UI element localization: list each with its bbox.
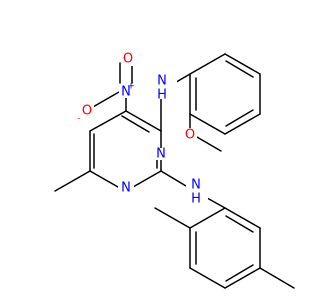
ring-nitrogen-bottom-label: N [121,181,131,196]
top-nh-bg [155,79,177,99]
methoxy-oxygen-label: O [185,128,195,143]
phenyl-b-double-3 [225,215,254,233]
nitro-o-top-bg [121,52,135,66]
nitro-n-bg [119,84,133,98]
phenyl-b-bond-4 [224,267,261,289]
ring-nitrogen-right-label: N [156,147,166,162]
amine-hydrogen-bottom-label: H [191,192,201,207]
phenyl-a-bond-5 [189,113,226,135]
bond-c4-c5 [125,110,162,132]
atom-labels: N H N N N + O - O O N H [77,52,201,207]
phenyl-b-bond-1 [189,207,226,229]
bond-c6-n1 [89,170,119,188]
nitro-oxygen-top-label: O [123,52,133,67]
ring-n-bottom-bg [118,182,134,194]
pyrimidine-ring [89,110,162,188]
nitro-positive-charge-label: + [127,82,135,92]
phenyl-b-bond-3 [189,267,226,289]
ortho-methyl-bond [154,207,191,229]
nitro-nitrogen-label: N [121,85,131,100]
phenyl-a-bond-2 [224,53,261,75]
phenyl-a-bond-1 [189,53,226,75]
bottom-amine-bond-left [160,170,187,187]
bottom-phenyl-ring [189,207,261,289]
bond-c2-n1 [132,170,162,188]
structure-svg: N H N N N + O - O O N H [54,52,295,289]
nitro-negative-charge-label: - [77,114,80,124]
phenyl-b-double-2 [225,264,254,282]
methoxy-o-bg [183,128,197,142]
phenyl-a-double-1 [225,60,254,78]
top-phenyl-ring [189,53,261,135]
amine-hydrogen-top-label: H [157,88,167,103]
molecule-diagram: N H N N N + O - O O N H [54,51,295,289]
phenyl-a-bond-4 [224,113,261,135]
para-methyl-bond [259,267,295,289]
phenyl-a-double-2 [225,109,254,127]
nitro-oxygen-negative-label: O [82,104,92,119]
ring-n-right-bg [153,148,169,160]
methyl-bond-left [54,170,91,192]
amine-nitrogen-top-label: N [157,74,167,89]
nitro-o-minus-bg [80,104,94,118]
bottom-nh-bg [186,181,208,201]
bond-c4-c5-double [121,115,150,133]
phenyl-b-bond-6 [224,207,261,229]
bond-c5-c6 [89,110,127,132]
amine-nitrogen-bottom-label: N [191,178,201,193]
